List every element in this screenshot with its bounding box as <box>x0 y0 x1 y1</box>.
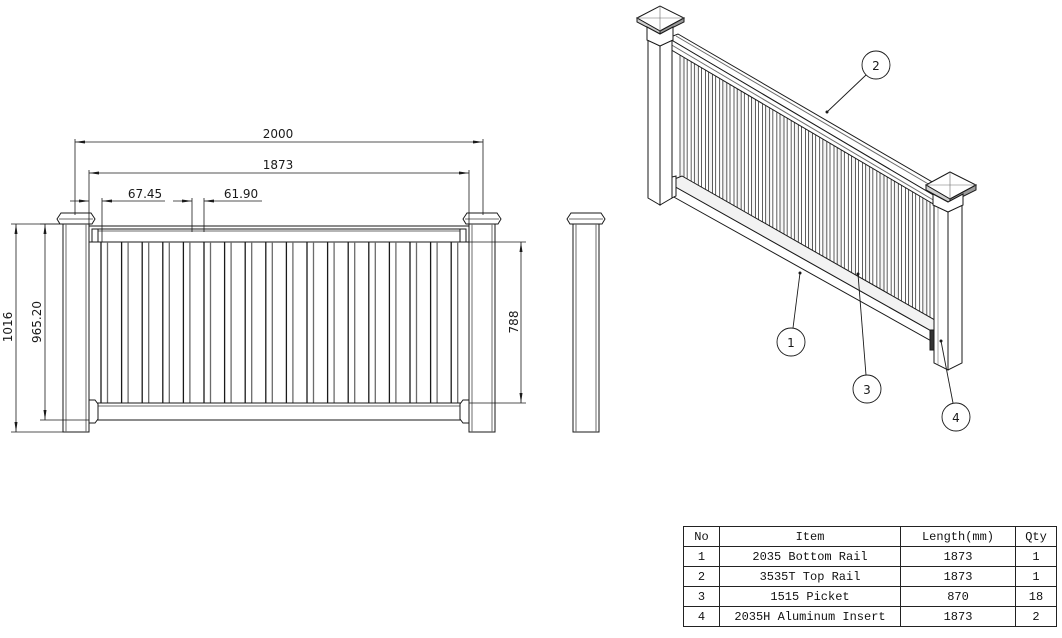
header-no: No <box>683 526 720 547</box>
callout-2-label: 2 <box>872 59 880 73</box>
right-post-isometric <box>924 171 978 371</box>
callout-2 <box>825 50 891 114</box>
picket-isometric <box>801 125 806 264</box>
side-view-post <box>566 212 606 433</box>
picket-isometric <box>679 54 685 196</box>
picket-isometric <box>836 146 842 284</box>
picket-isometric <box>758 100 763 240</box>
table-row: 1 2035 Bottom Rail 1873 1 <box>683 546 1057 567</box>
cell-no: 4 <box>683 606 720 627</box>
header-item: Item <box>719 526 901 547</box>
picket-isometric <box>765 104 771 244</box>
picket-isometric <box>929 201 935 336</box>
bottom-rail-front <box>88 399 470 424</box>
cell-qty: 2 <box>1015 606 1057 627</box>
picket-isometric <box>786 117 792 256</box>
table-row: 3 1515 Picket 870 18 <box>683 586 1057 607</box>
picket-isometric <box>772 109 778 248</box>
picket-isometric <box>715 75 721 216</box>
picket-isometric <box>808 130 813 268</box>
right-post <box>462 212 502 433</box>
picket-isometric <box>922 197 928 332</box>
pickets-front <box>100 242 459 403</box>
front-elevation-view <box>56 212 502 433</box>
cell-item: 1515 Picket <box>719 586 901 607</box>
header-length: Length(mm) <box>900 526 1016 547</box>
picket-isometric <box>686 58 692 200</box>
dim-post-height: 1016 <box>1 312 15 343</box>
left-post <box>56 212 96 433</box>
bill-of-materials-table: No Item Length(mm) Qty 1 2035 Bottom Rai… <box>683 526 1057 627</box>
cell-qty: 1 <box>1015 566 1057 587</box>
picket-isometric <box>815 134 821 272</box>
cell-item: 2035H Aluminum Insert <box>719 606 901 627</box>
picket-isometric <box>872 167 878 304</box>
picket-isometric <box>865 163 871 300</box>
picket-isometric <box>701 67 706 208</box>
callout-3-label: 3 <box>863 383 871 397</box>
callouts <box>776 50 971 432</box>
callout-3 <box>852 272 882 404</box>
cell-item: 3535T Top Rail <box>719 566 901 587</box>
picket-isometric <box>822 138 828 276</box>
dim-top-rail-height: 965.20 <box>30 301 44 343</box>
picket-isometric <box>858 159 863 296</box>
picket-isometric <box>851 155 856 292</box>
picket-isometric <box>722 79 728 220</box>
picket-isometric <box>879 172 885 308</box>
picket-isometric <box>901 184 906 320</box>
dim-first-picket-offset: 67.45 <box>128 187 162 201</box>
front-dimensions <box>11 139 526 433</box>
picket-isometric <box>893 180 899 316</box>
dim-rail-length: 1873 <box>263 158 294 172</box>
picket-isometric <box>736 88 742 228</box>
picket-isometric <box>908 188 913 324</box>
pickets-isometric <box>679 54 935 336</box>
cell-no: 1 <box>683 546 720 567</box>
picket-isometric <box>729 83 735 224</box>
picket-isometric <box>843 151 849 288</box>
dim-picket-spacing: 61.90 <box>224 187 258 201</box>
picket-isometric <box>886 176 892 312</box>
top-rail-front <box>88 225 470 243</box>
table-row: 2 3535T Top Rail 1873 1 <box>683 566 1057 587</box>
picket-isometric <box>751 96 756 236</box>
picket-isometric <box>829 142 835 280</box>
picket-isometric <box>779 113 785 252</box>
picket-isometric <box>793 121 799 260</box>
callout-labels: 1 2 3 4 <box>787 59 960 425</box>
header-qty: Qty <box>1015 526 1057 547</box>
isometric-view <box>635 5 978 371</box>
cell-item: 2035 Bottom Rail <box>719 546 901 567</box>
table-row: 4 2035H Aluminum Insert 1873 2 <box>683 606 1057 627</box>
table-header-row: No Item Length(mm) Qty <box>683 526 1057 547</box>
cell-qty: 18 <box>1015 586 1057 607</box>
cell-length: 1873 <box>900 546 1016 567</box>
cell-length: 1873 <box>900 606 1016 627</box>
callout-1-label: 1 <box>787 336 795 350</box>
left-post-isometric <box>635 5 686 206</box>
dim-picket-opening: 788 <box>507 311 521 334</box>
picket-isometric <box>743 92 749 232</box>
dim-overall-width: 2000 <box>263 127 294 141</box>
cell-no: 3 <box>683 586 720 607</box>
cell-qty: 1 <box>1015 546 1057 567</box>
picket-isometric <box>708 71 713 212</box>
callout-1 <box>776 271 806 357</box>
cell-length: 870 <box>900 586 1016 607</box>
cell-no: 2 <box>683 566 720 587</box>
picket-isometric <box>915 193 921 328</box>
cell-length: 1873 <box>900 566 1016 587</box>
callout-4-label: 4 <box>952 411 960 425</box>
callout-4 <box>939 339 971 432</box>
front-dimension-labels: 2000 1873 67.45 61.90 1016 965.20 788 <box>1 127 521 343</box>
picket-isometric <box>693 62 699 204</box>
